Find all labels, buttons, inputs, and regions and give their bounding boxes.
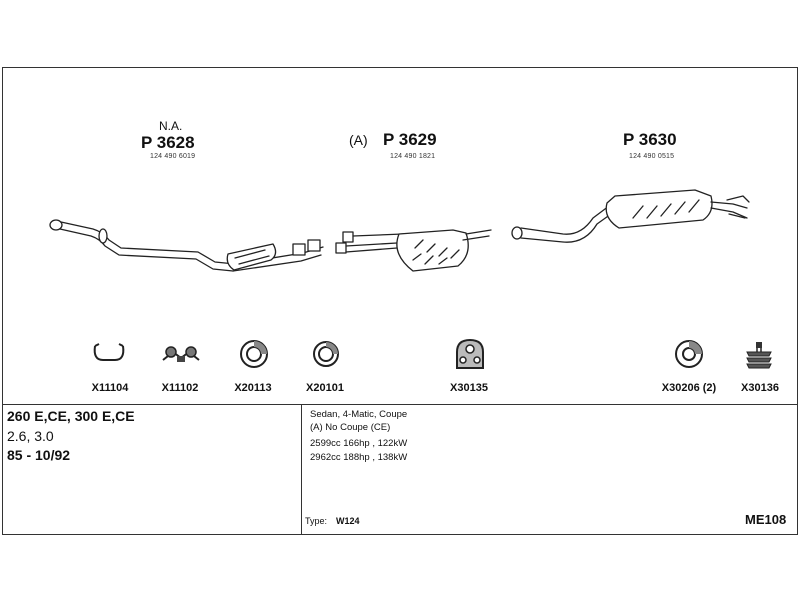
hardware-code-4: X20101 — [306, 382, 344, 394]
detail-line-3: 2599cc 166hp , 122kW — [310, 438, 408, 449]
hanger-clip-icon — [93, 343, 125, 361]
part-2-prefix: (A) — [349, 132, 368, 148]
detail-line-1: Sedan, 4-Matic, Coupe — [310, 409, 408, 420]
type-value: W124 — [336, 516, 360, 526]
part-3-oem: 124 490 0515 — [629, 153, 675, 160]
rear-muffler-drawing — [511, 189, 750, 243]
stacked-bracket-icon — [746, 342, 772, 369]
hardware-code-3: X20113 — [234, 382, 272, 394]
part-3-number: P 3630 — [623, 130, 677, 149]
vehicle-engines: 2.6, 3.0 — [7, 428, 54, 444]
gasket-ring-icon — [313, 341, 339, 367]
exhaust-diagram-sheet: N.A. P 3628 124 490 6019 (A) P 3629 124 … — [2, 67, 798, 535]
vehicle-models: 260 E,CE, 300 E,CE — [7, 408, 135, 424]
vehicle-years: 85 - 10/92 — [7, 447, 71, 463]
gasket-ring-icon — [240, 340, 268, 368]
hardware-code-6: X30206 (2) — [661, 382, 717, 394]
detail-line-2: (A) No Coupe (CE) — [310, 422, 391, 433]
hardware-code-5: X30135 — [450, 382, 488, 394]
detail-line-4: 2962cc 188hp , 138kW — [310, 452, 408, 463]
rubber-mount-icon — [162, 346, 200, 362]
hardware-code-7: X30136 — [741, 382, 779, 394]
part-2-number: P 3629 — [383, 130, 437, 149]
part-1-number: P 3628 — [141, 133, 195, 152]
vertical-divider — [301, 404, 302, 534]
middle-muffler-drawing — [335, 229, 492, 272]
front-pipe-catalyst-drawing — [49, 219, 324, 272]
hardware-code-2: X11102 — [161, 382, 199, 394]
part-2-oem: 124 490 1821 — [390, 153, 436, 160]
gasket-ring-icon — [675, 340, 703, 368]
part-1-note: N.A. — [159, 119, 183, 133]
horizontal-divider — [3, 404, 797, 405]
part-1-oem: 124 490 6019 — [150, 153, 196, 160]
diagram-code: ME108 — [745, 512, 787, 527]
type-label: Type: — [305, 516, 328, 526]
hardware-code-1: X11104 — [91, 382, 129, 394]
rubber-hanger-icon — [456, 338, 484, 369]
